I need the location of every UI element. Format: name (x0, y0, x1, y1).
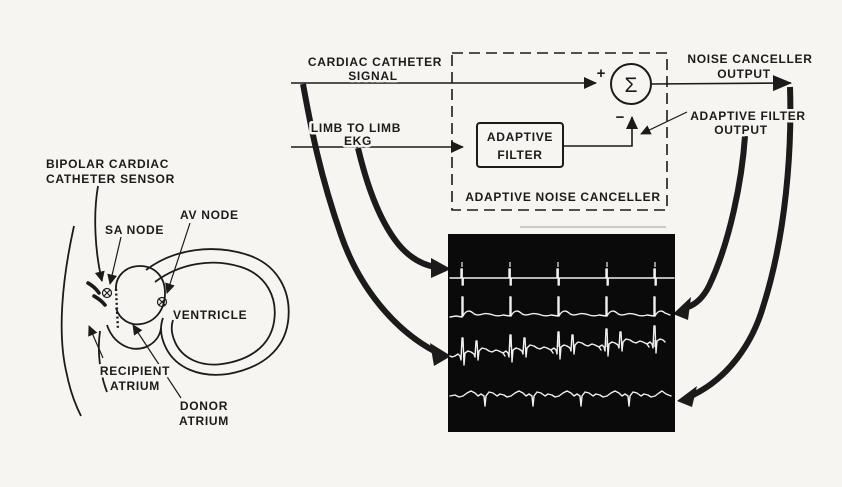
bipolar-sensor-label-line1: BIPOLAR CARDIAC (46, 157, 169, 171)
av-node-pointer (165, 222, 191, 294)
trace-limb-to-limb-ekg (449, 262, 675, 286)
plus-sign: + (597, 65, 606, 82)
cardiac-signal-label-line2: SIGNAL (348, 69, 398, 83)
recipient-atrium-pointer (88, 325, 104, 359)
scope-background (448, 234, 675, 432)
donor-atrium-label-line2: ATRIUM (179, 414, 229, 428)
av-node-label: AV NODE (180, 208, 239, 222)
canceller-output-line (650, 75, 792, 92)
cardiac-signal-to-scope-arrow (300, 83, 438, 355)
donor-atrium-outline (115, 265, 166, 326)
chest-wall-outline (60, 225, 82, 417)
canceller-output-arrowhead-icon (677, 386, 697, 407)
trace-cardiac-catheter-signal (449, 325, 666, 366)
catheter-lead-stroke-2 (92, 294, 107, 307)
canceller-output-label-line1: NOISE CANCELLER (687, 52, 812, 66)
scope-photo (448, 226, 675, 432)
recipient-atrium-boundary (106, 324, 162, 350)
filter-output-label-line1: ADAPTIVE FILTER (690, 109, 806, 123)
adaptive-filter-label-line1: ADAPTIVE (487, 130, 553, 144)
recipient-atrium-label-line1: RECIPIENT (100, 364, 170, 378)
adaptive-filter-label-line2: FILTER (497, 148, 542, 162)
canceller-output-to-scope-arrow (691, 86, 794, 398)
filter-output-label-line2: OUTPUT (714, 123, 768, 137)
filter-output-pointer (640, 111, 688, 135)
cardiac-signal-label-line1: CARDIAC CATHETER (308, 55, 442, 69)
recipient-atrium-outer-wall (97, 330, 108, 393)
canceller-dashed-box (451, 52, 668, 211)
av-node-sensor-icon (156, 296, 168, 308)
trace-noise-canceller-output (449, 390, 672, 407)
recipient-atrium-label-line2: ATRIUM (110, 379, 160, 393)
ventricle-label: VENTRICLE (173, 308, 247, 322)
sigma-symbol: Σ (625, 74, 638, 97)
ekg-label-line2: EKG (344, 134, 372, 148)
cardiac-signal-arrowhead-icon (430, 343, 451, 366)
filter-output-arrowhead-icon (673, 297, 691, 320)
ekg-label-line1: LIMB TO LIMB (311, 121, 401, 135)
ventricle-inner-wall (154, 261, 276, 366)
block-diagram (291, 52, 792, 211)
minus-sign: − (616, 109, 625, 126)
heart-diagram (60, 185, 290, 417)
donor-atrium-label-line1: DONOR (180, 399, 228, 413)
sa-node-label: SA NODE (105, 223, 164, 237)
sa-node-pointer (107, 236, 122, 285)
canceller-output-label-line2: OUTPUT (717, 67, 771, 81)
trace-adaptive-filter-output (449, 296, 671, 318)
adaptive-filter-box (476, 122, 564, 168)
ekg-to-scope-arrow (355, 147, 436, 270)
routing-arrows (300, 83, 794, 407)
filter-feedback-line (563, 116, 638, 147)
catheter-lead-stroke-1 (86, 281, 101, 295)
bipolar-sensor-pointer (94, 185, 105, 282)
sa-node-sensor-icon (101, 287, 113, 299)
ventricle-outer-wall (145, 248, 290, 376)
ekg-arrowhead-icon (431, 258, 451, 278)
donor-atrium-pointer (132, 324, 182, 399)
bipolar-sensor-label-line2: CATHETER SENSOR (46, 172, 175, 186)
labels: BIPOLAR CARDIAC CATHETER SENSOR SA NODE … (44, 50, 815, 431)
filter-output-to-scope-arrow (686, 135, 748, 310)
canceller-box-label: ADAPTIVE NOISE CANCELLER (465, 190, 660, 204)
